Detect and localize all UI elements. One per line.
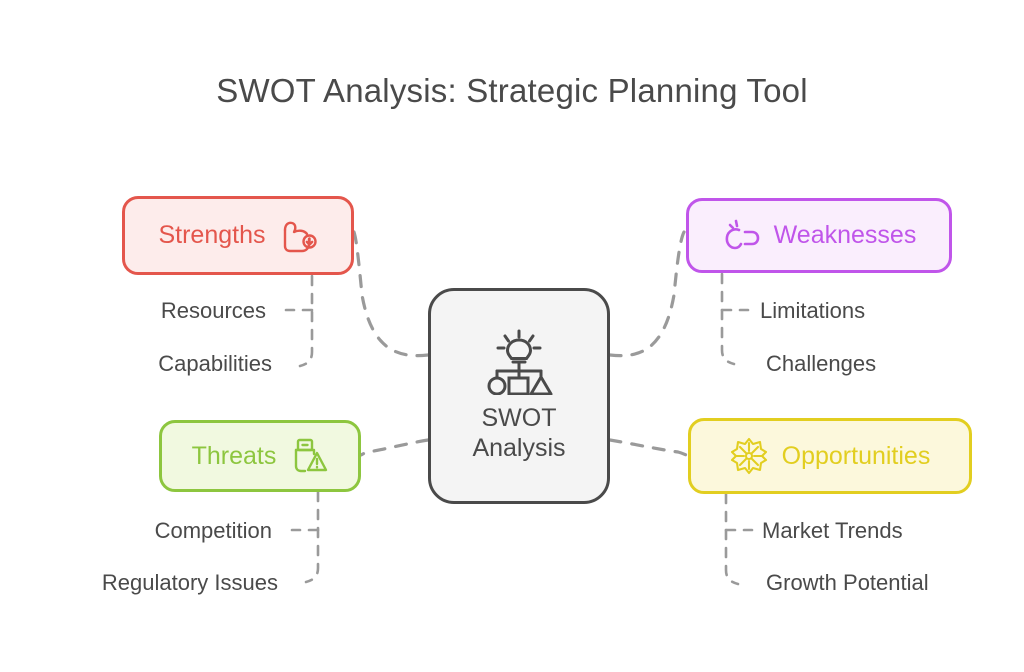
mandala-flower-icon [730, 437, 768, 475]
usb-drive-warning-icon [290, 437, 328, 475]
center-label-line2: Analysis [472, 434, 566, 462]
quadrant-strengths-label: Strengths [158, 221, 266, 249]
quadrant-threats[interactable]: Threats [159, 420, 361, 492]
leaf-threats-regulatory-issues: Regulatory Issues [101, 570, 278, 595]
connector-strengths-stem [298, 274, 314, 368]
lightbulb-hierarchy-icon [483, 329, 555, 395]
leaf-threats-competition: Competition [154, 518, 272, 543]
connector-opportunities-stem [724, 492, 740, 586]
leaf-opportunities-growth-potential: Growth Potential [766, 570, 929, 595]
connector-center-threats [359, 438, 430, 457]
quadrant-opportunities-label: Opportunities [781, 441, 931, 470]
flexed-bicep-icon [280, 217, 318, 255]
quadrant-opportunities[interactable]: Opportunities [688, 418, 972, 494]
center-node-swot-analysis[interactable]: SWOT Analysis [428, 288, 610, 504]
leaf-strengths-capabilities: Capabilities [158, 351, 272, 376]
connector-weaknesses-stem [720, 272, 736, 366]
leaf-opportunities-market-trends: Market Trends [762, 518, 903, 543]
quadrant-weaknesses[interactable]: Weaknesses [686, 198, 952, 273]
quadrant-weaknesses-label: Weaknesses [773, 221, 917, 249]
quadrant-threats-label: Threats [191, 441, 277, 470]
broken-link-icon [722, 217, 760, 255]
center-node-label: SWOT Analysis [472, 403, 565, 464]
leaf-weaknesses-challenges: Challenges [766, 351, 877, 376]
center-label-line1: SWOT [481, 403, 557, 432]
leaf-weaknesses-limitations: Limitations [760, 298, 866, 323]
leaf-strengths-resources: Resources [160, 298, 266, 323]
connector-center-opportunities [608, 438, 688, 457]
connector-center-weaknesses [608, 230, 686, 358]
quadrant-strengths[interactable]: Strengths [122, 196, 354, 275]
connector-threats-stem [304, 490, 320, 584]
page-title: SWOT Analysis: Strategic Planning Tool [216, 72, 808, 109]
connector-center-strengths [352, 230, 430, 358]
